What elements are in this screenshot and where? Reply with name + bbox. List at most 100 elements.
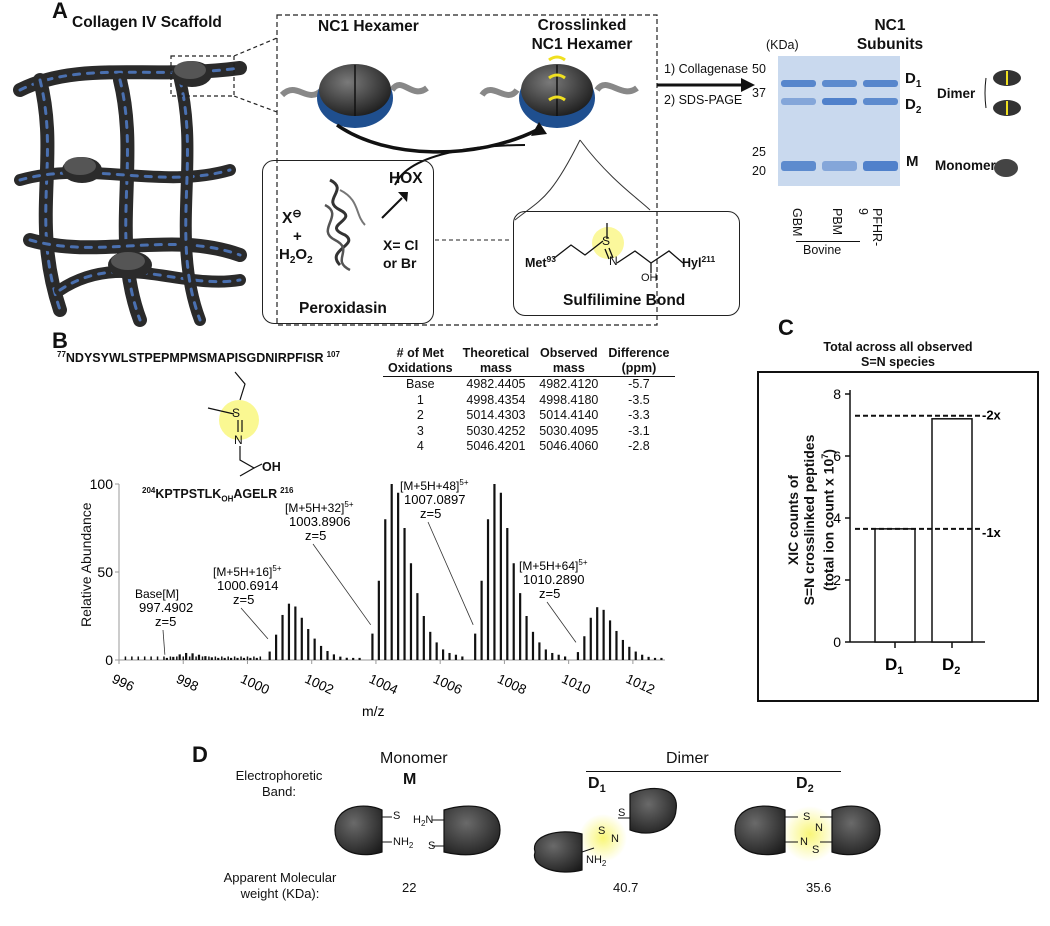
mono-s: S xyxy=(393,810,401,822)
panel-c-frame xyxy=(757,371,1039,702)
monomer-title: Monomer xyxy=(380,750,448,767)
eb-line1: Electrophoretic xyxy=(235,768,323,783)
spectrum-x-tick-label: 1004 xyxy=(367,671,401,697)
mono-nh2-text: NH xyxy=(393,836,409,848)
bar-y-tick-label: 0 xyxy=(833,634,841,650)
mw-line2: weight (KDa): xyxy=(240,886,320,901)
band-d1-sub: 1 xyxy=(915,79,922,90)
panel-c-title-line1: Total across all observed xyxy=(823,340,973,354)
table-cell: 5046.4060 xyxy=(539,439,599,453)
d2-sub: 2 xyxy=(807,783,814,796)
annotation-z: z=5 xyxy=(539,586,560,601)
mono-nh2: NH2 xyxy=(393,836,413,850)
gel-band xyxy=(863,161,898,171)
hdr-3-a: Difference xyxy=(608,346,670,360)
mw-d1: 40.7 xyxy=(613,880,639,895)
hdr-0-b: Oxidations xyxy=(388,361,453,375)
band-m: M xyxy=(906,153,919,170)
crosslinked-title-line1: Crosslinked xyxy=(537,17,627,34)
gel-image xyxy=(778,56,900,186)
hdr-1-b: mass xyxy=(479,361,512,375)
annotation-ion: [M+5H+64]5+ xyxy=(519,558,588,573)
crosslinked-hexamer-title: Crosslinked NC1 Hexamer xyxy=(522,16,642,54)
peptide2-end: 216 xyxy=(280,486,294,495)
bar-category-sub: 1 xyxy=(897,665,903,677)
bovine-label: Bovine xyxy=(803,243,842,257)
table-cell: 1 xyxy=(416,392,424,407)
peptide1-start: 77 xyxy=(57,350,66,359)
subunit-diagrams xyxy=(334,787,881,873)
annotation-leader xyxy=(162,629,166,655)
table-row: 1 4998.4354 4998.4180 -3.5 xyxy=(383,393,675,409)
gel-title-line2: Subunits xyxy=(856,36,924,53)
gel-band xyxy=(863,80,898,87)
annotation-mz: 1007.0897 xyxy=(404,492,465,507)
table-cell: Base xyxy=(406,377,435,391)
dimer-line xyxy=(586,771,841,772)
bar xyxy=(931,418,973,643)
plus-sign: + xyxy=(293,228,302,245)
lane-pfhr9: PFHR-9 xyxy=(856,208,884,247)
x-definition: X= Cl or Br xyxy=(383,236,418,272)
d1-nh2-sub: 2 xyxy=(601,859,607,869)
mw-line1: Apparent Molecular xyxy=(223,870,337,885)
bar-y-tick-label: 2 xyxy=(833,572,841,588)
hexamer-illustrations xyxy=(279,55,639,154)
spectrum-x-tick-label: 1002 xyxy=(302,671,336,697)
bovine-bracket xyxy=(796,241,860,242)
step1-label: 1) Collagenase xyxy=(664,62,749,76)
bar xyxy=(874,528,916,643)
hyl-sup: 211 xyxy=(701,254,716,264)
panel-c-label: C xyxy=(778,315,794,340)
mono-h2n: H2N xyxy=(413,814,433,828)
band-d2-sub: 2 xyxy=(915,105,922,116)
h2o2-sub2: 2 xyxy=(307,255,313,266)
annotation-z: z=5 xyxy=(155,614,176,629)
table-cell: 4998.4180 xyxy=(539,392,599,407)
met93-label: Met93 xyxy=(525,254,556,270)
annotation-charge: 5+ xyxy=(578,558,587,567)
sulfilimine-oh: OH xyxy=(641,272,658,284)
gel-band xyxy=(781,98,816,105)
annotation-leader xyxy=(427,521,474,625)
gel-lane-labels: GBM PBM PFHR-9 xyxy=(786,186,914,246)
spectrum-x-tick-label: 1000 xyxy=(238,671,272,697)
bar-y-tick-label: 4 xyxy=(833,510,841,526)
h2o2-h: H xyxy=(279,246,290,263)
table-cell: 4 xyxy=(416,439,424,453)
gel-title: NC1 Subunits xyxy=(845,16,935,54)
struct-n: N xyxy=(234,433,243,447)
d1-nh2-text: NH xyxy=(586,854,602,866)
d1-text: D xyxy=(588,775,600,792)
band-d1-text: D xyxy=(905,70,916,87)
peptide1-seq: NDYSYWLSTPEPMPMSMAPISGDNIRPFISR xyxy=(65,351,324,366)
eb-line2: Band: xyxy=(262,784,296,799)
spectrum-x-tick-label: 996 xyxy=(110,671,137,694)
annotation-leader xyxy=(240,607,269,640)
gel-band xyxy=(781,161,816,171)
annotation-z: z=5 xyxy=(420,506,441,521)
ylabel-line1: XIC counts of xyxy=(785,474,801,566)
d2-text: D xyxy=(796,775,808,792)
annotation-ion: Base[M] xyxy=(135,587,179,601)
table-cell: 5030.4252 xyxy=(466,423,526,438)
table-cell: 5014.4303 xyxy=(466,408,526,422)
hdr-0-a: # of Met xyxy=(396,346,444,360)
x-def-line1: X= Cl xyxy=(383,237,419,253)
mono-h2n-h: H xyxy=(413,814,421,826)
mono-h2n-n: N xyxy=(425,814,434,826)
nc1-hexamer-title: NC1 Hexamer xyxy=(318,18,419,35)
table-cell: 4998.4354 xyxy=(466,392,526,407)
table-cell: 5014.4140 xyxy=(539,408,599,422)
hox-arrow xyxy=(381,192,408,219)
ylabel-line2: S=N crosslinked peptides xyxy=(801,434,817,606)
table-cell: -3.5 xyxy=(628,392,650,407)
gel-unit: (KDa) xyxy=(766,38,799,52)
mw-d2: 35.6 xyxy=(806,880,832,895)
sulfilimine-structure xyxy=(552,223,684,273)
gel-band xyxy=(863,98,898,105)
